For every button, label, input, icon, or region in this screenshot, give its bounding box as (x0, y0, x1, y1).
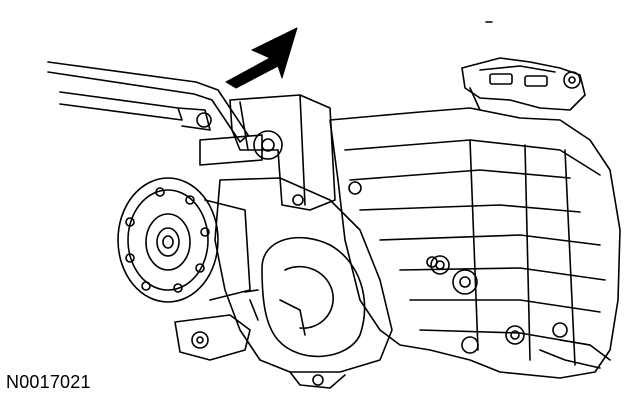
extension-housing (214, 177, 438, 373)
upper-mount-bracket (461, 57, 586, 111)
output-flange (117, 177, 251, 303)
shift-lever-housing (196, 94, 336, 211)
figure-reference-code: N0017021 (6, 372, 91, 392)
lower-mount (174, 314, 611, 389)
shift-rod (47, 61, 249, 143)
transmission-case (329, 107, 621, 379)
callout-arrow (225, 27, 298, 89)
